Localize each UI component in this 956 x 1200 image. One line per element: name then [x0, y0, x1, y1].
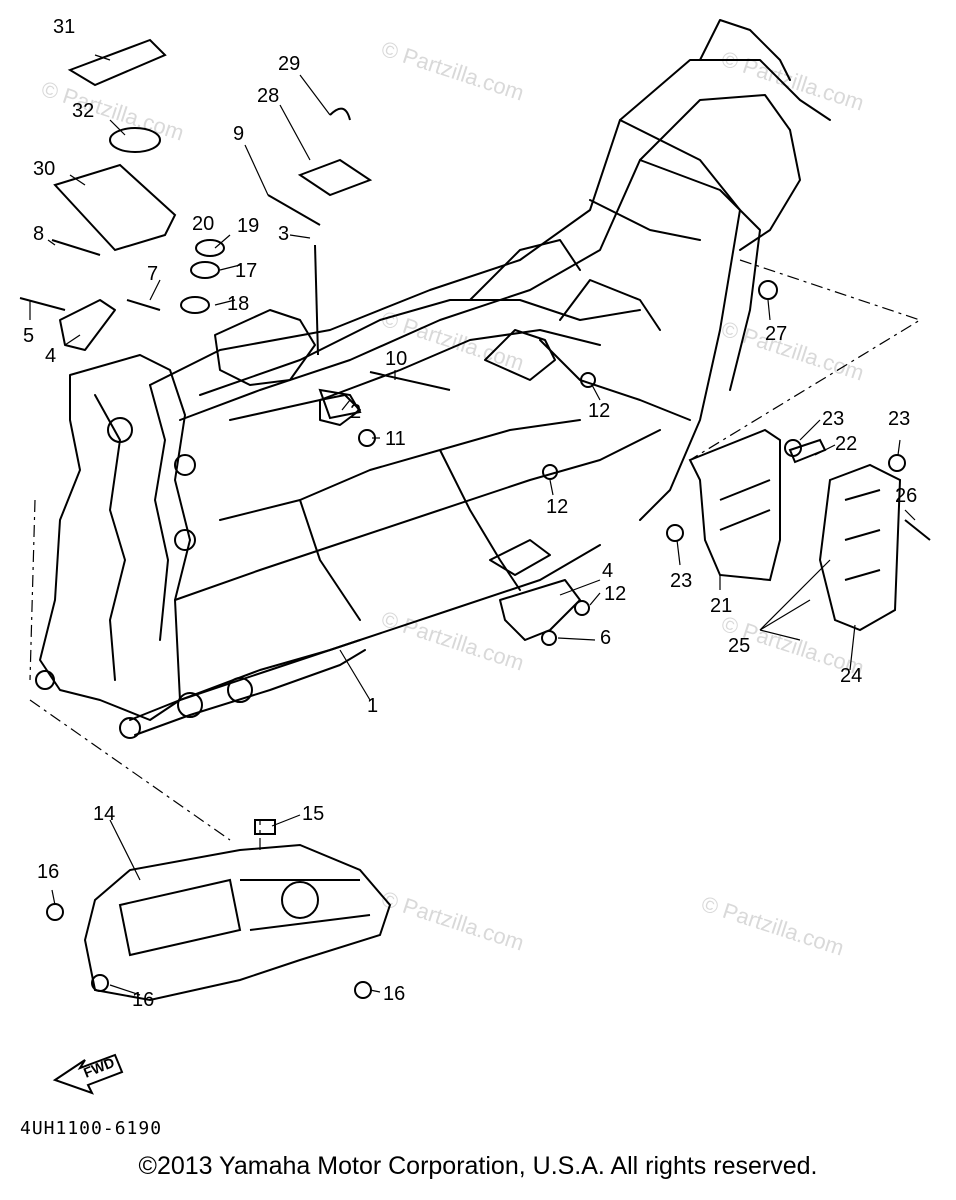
bolt-23 — [888, 454, 906, 472]
callout-label: 12 — [546, 496, 568, 518]
watermark: © Partzilla.com — [698, 891, 847, 961]
bolt-16 — [354, 981, 372, 999]
bolt-8 — [51, 239, 101, 256]
callout-label: 30 — [33, 158, 55, 180]
leader-lines — [29, 54, 922, 996]
nut-6 — [541, 630, 557, 646]
grommet-27 — [758, 280, 778, 300]
callout-label: 31 — [53, 16, 75, 38]
callout-label: 27 — [765, 323, 787, 345]
callout-label: 4 — [45, 345, 56, 367]
nut-12 — [580, 372, 596, 388]
bolt-5 — [19, 297, 66, 311]
callout-label: 23 — [670, 570, 692, 592]
diagram-code: 4UH1100-6190 — [20, 1118, 163, 1139]
bolt-16 — [91, 974, 109, 992]
callout-label: 18 — [227, 293, 249, 315]
battery-band-24 — [818, 463, 902, 632]
bolt-23 — [784, 439, 802, 457]
watermark: © Partzilla.com — [718, 46, 867, 116]
callout-label: 20 — [192, 213, 214, 235]
callout-label: 23 — [888, 408, 910, 430]
callout-label: 11 — [385, 428, 406, 450]
callout-label: 8 — [33, 223, 44, 245]
battery-box-21 — [688, 428, 781, 582]
main-frame — [35, 19, 831, 739]
callout-label: 16 — [132, 989, 154, 1011]
fwd-arrow: FWD — [52, 1053, 124, 1095]
callout-label: 9 — [233, 123, 244, 145]
callout-label: 29 — [278, 53, 300, 75]
callout-label: 3 — [278, 223, 289, 245]
bolt-7 — [126, 299, 161, 311]
pocket-30 — [53, 163, 177, 252]
emblem-32 — [109, 127, 161, 153]
plate-22 — [788, 438, 827, 464]
bolt-16 — [46, 903, 64, 921]
callout-label: 23 — [822, 408, 844, 430]
callouts: 31 32 30 29 28 9 20 19 8 17 18 7 5 4 3 2… — [23, 16, 917, 1011]
callout-label: 12 — [604, 583, 626, 605]
watermark: © Partzilla.com — [378, 36, 527, 106]
callout-label: 4 — [602, 560, 613, 582]
callout-label: 21 — [710, 595, 732, 617]
small-parts — [19, 38, 778, 646]
callout-label: 22 — [835, 433, 857, 455]
washer-20 — [195, 239, 225, 257]
callout-label: 25 — [728, 635, 750, 657]
clip-28 — [297, 158, 373, 197]
watermark: © Partzilla.com — [378, 886, 527, 956]
callout-label: 28 — [257, 85, 279, 107]
clamp-29 — [329, 107, 351, 121]
bolt-3 — [314, 244, 319, 356]
skid-plate-group — [46, 819, 392, 1002]
washer-18 — [180, 296, 210, 314]
bolt-26 — [904, 519, 931, 541]
callout-label: 16 — [383, 983, 405, 1005]
nut-12 — [574, 600, 590, 616]
bracket-2 — [318, 388, 362, 420]
callout-label: 14 — [93, 803, 115, 825]
damper-15 — [254, 819, 276, 835]
battery-box-group — [666, 428, 931, 632]
callout-label: 5 — [23, 325, 34, 347]
callout-label: 2 — [350, 401, 361, 423]
watermark-layer: © Partzilla.com © Partzilla.com © Partzi… — [38, 36, 867, 961]
callout-label: 32 — [72, 100, 94, 122]
nut-12 — [542, 464, 558, 480]
callout-label: 19 — [237, 215, 259, 237]
bolt-9 — [267, 194, 321, 226]
callout-label: 6 — [600, 627, 611, 649]
callout-label: 16 — [37, 861, 59, 883]
callout-label: 26 — [895, 485, 917, 507]
bolt-23 — [666, 524, 684, 542]
washer-17 — [190, 261, 220, 279]
label-sticker-31 — [67, 38, 167, 87]
callout-label: 10 — [385, 348, 407, 370]
callout-label: 1 — [367, 695, 378, 717]
callout-label: 24 — [840, 665, 862, 687]
bolt-10 — [369, 371, 451, 391]
callout-label: 17 — [235, 260, 257, 282]
callout-label: 7 — [147, 263, 158, 285]
callout-label: 15 — [302, 803, 324, 825]
callout-label: 12 — [588, 400, 610, 422]
copyright-notice: ©2013 Yamaha Motor Corporation, U.S.A. A… — [138, 1152, 818, 1180]
